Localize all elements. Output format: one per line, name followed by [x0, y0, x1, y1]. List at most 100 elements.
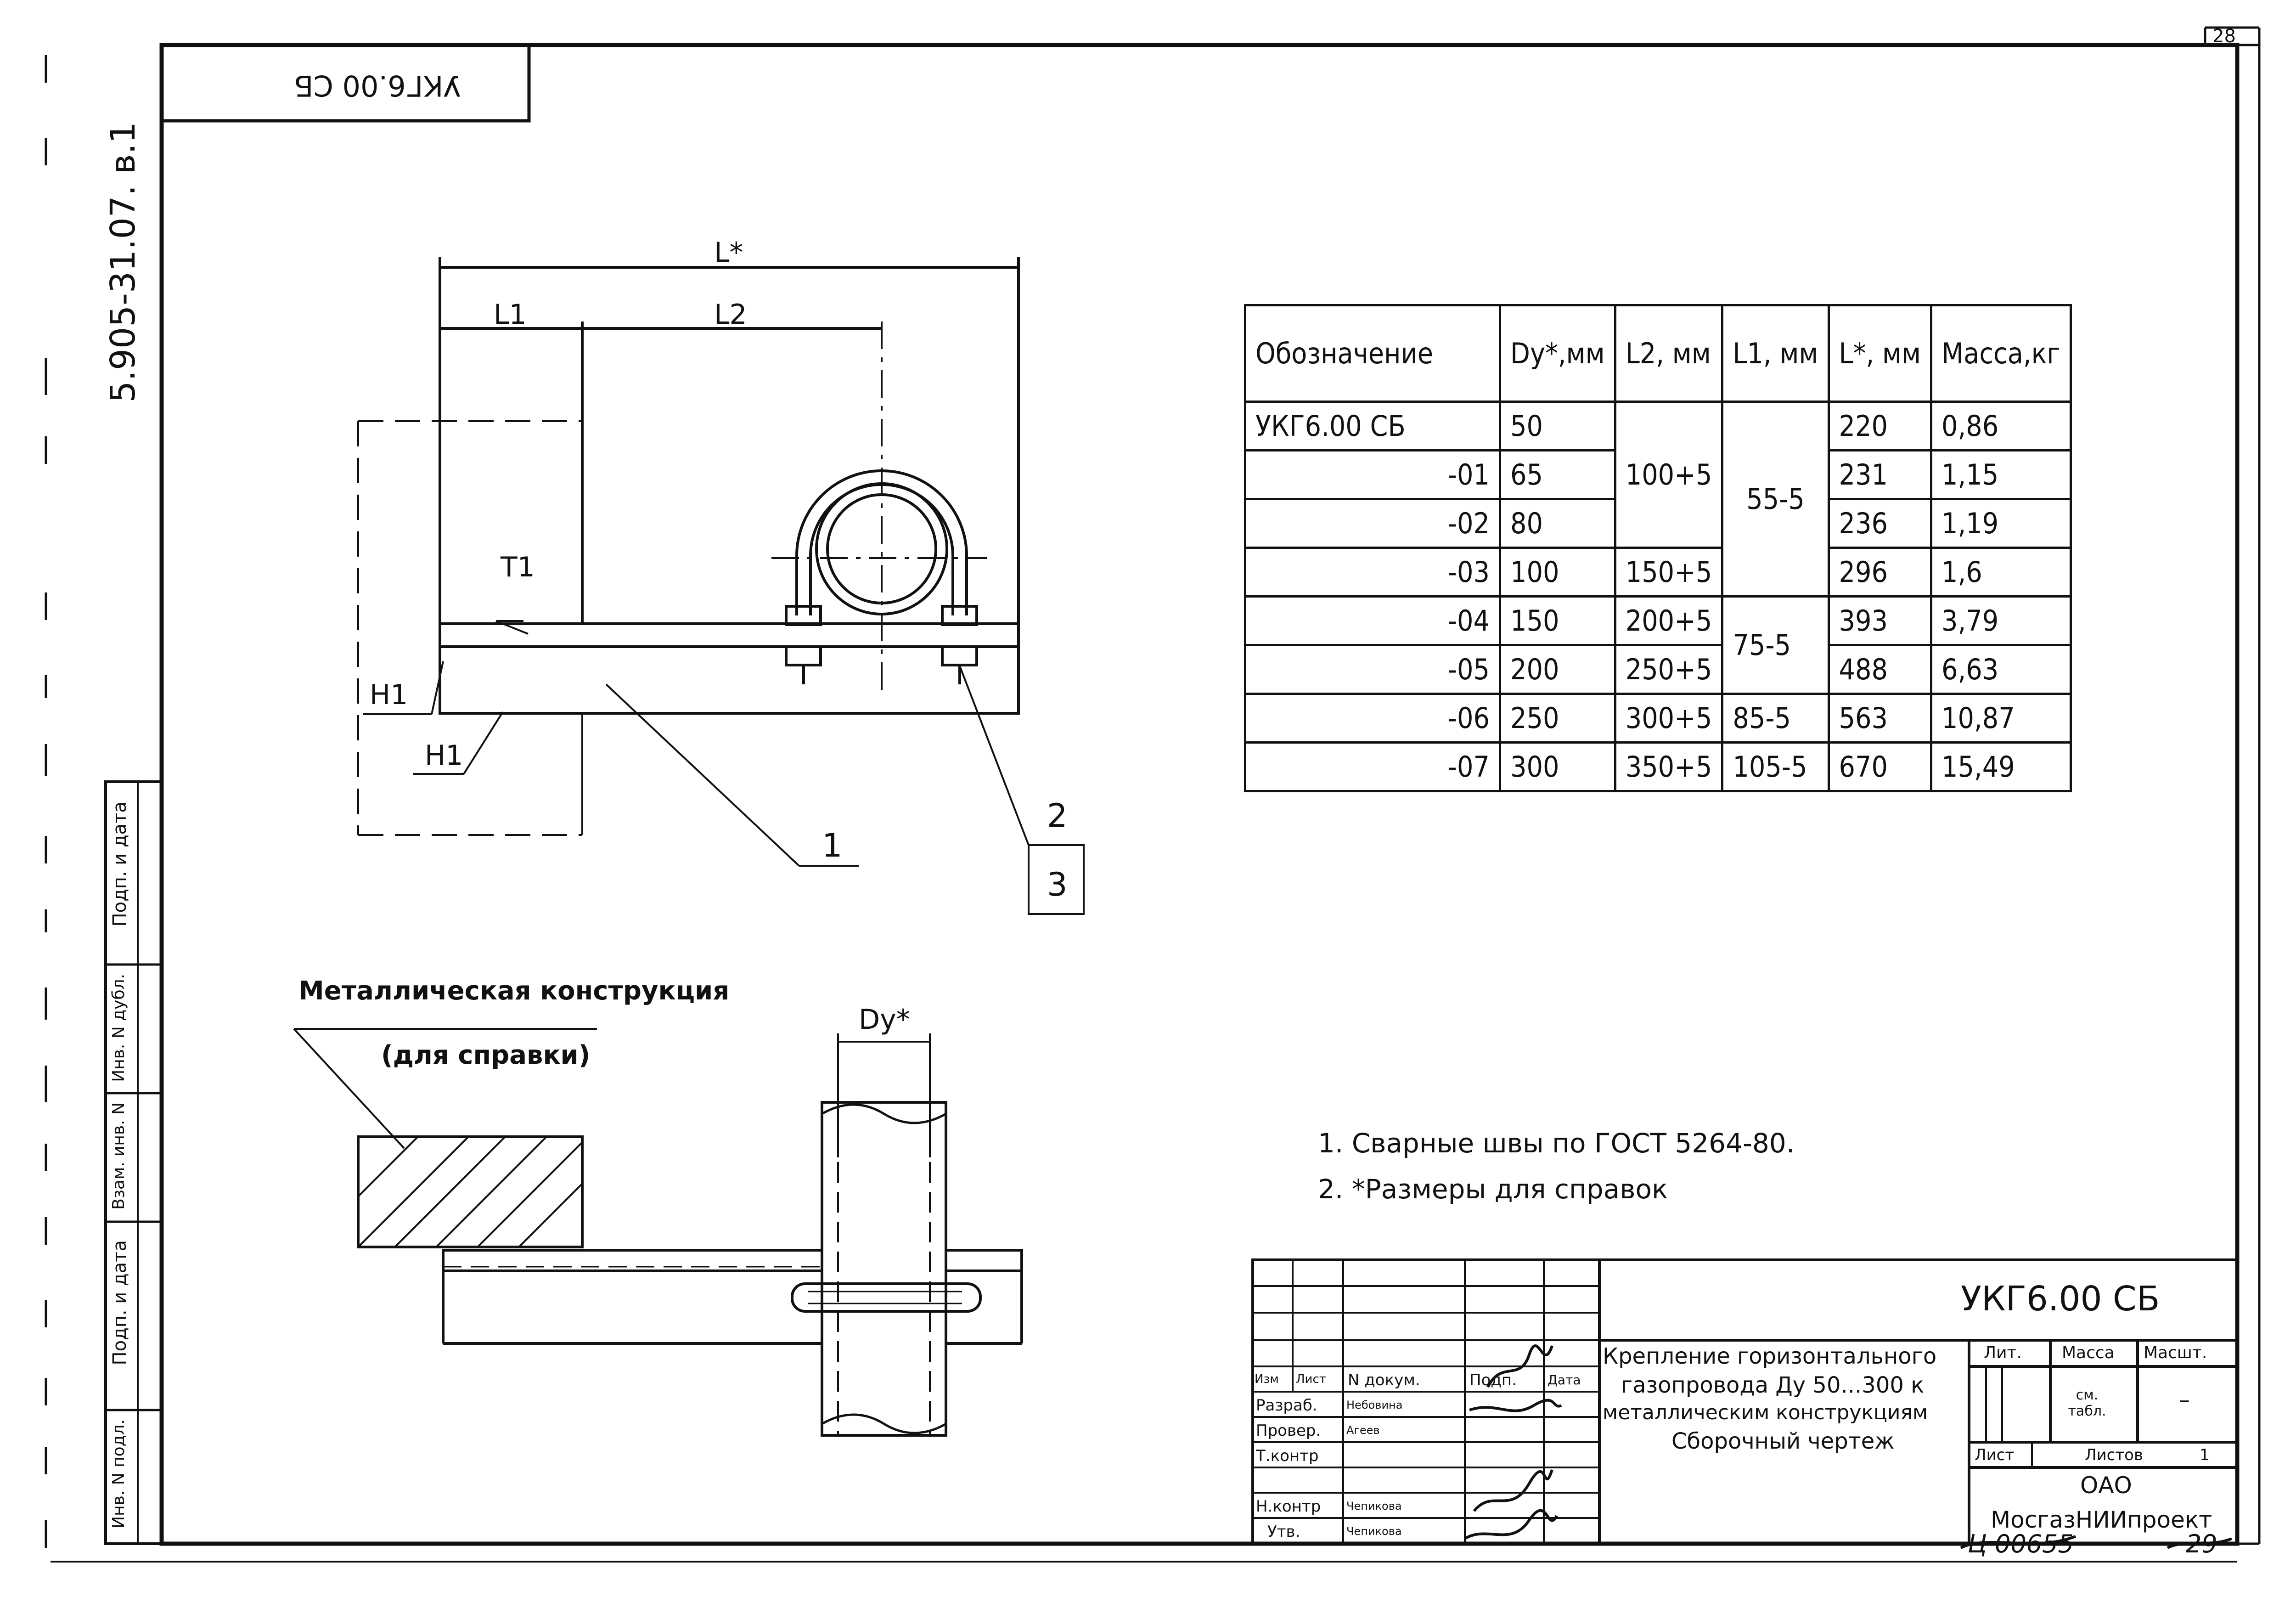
title-block-code: УКГ6.00 СБ: [1961, 1279, 2160, 1319]
table-row: -07 300 350+5 105-5 670 15,49: [1244, 741, 2072, 792]
cell: 296: [1827, 547, 1933, 598]
title-line-4: Сборочный чертеж: [1671, 1428, 1895, 1454]
cell: 100: [1499, 547, 1616, 598]
table-row: -05 200 250+5 488 6,63: [1244, 644, 2072, 695]
cell: 85-5: [1721, 693, 1830, 744]
table-row: -03 100 150+5 296 1,6: [1244, 547, 2072, 598]
side-label-podp-2: Подп. и дата: [109, 1240, 130, 1365]
cell: 250+5: [1614, 644, 1724, 695]
cell: 300: [1499, 741, 1616, 792]
sheets-label: Листов: [2085, 1446, 2144, 1464]
cell: 350+5: [1614, 741, 1724, 792]
cell: 75-5: [1721, 595, 1830, 695]
cell: 3,79: [1930, 595, 2072, 646]
cell: 15,49: [1930, 741, 2072, 792]
cell: 1,19: [1930, 498, 2072, 549]
cell: -07: [1244, 741, 1501, 792]
cell: 231: [1827, 449, 1933, 500]
side-label-inv-podl: Инв. N подл.: [109, 1419, 128, 1529]
scale-label: Масшт.: [2144, 1343, 2207, 1362]
cell: -02: [1244, 498, 1501, 549]
dim-label-l2: L2: [714, 299, 747, 331]
cell: 65: [1499, 449, 1616, 500]
table-row: -02 80 236 1,19: [1244, 498, 2072, 549]
label-for-reference: (для справки): [381, 1040, 591, 1070]
col-header: L1, мм: [1721, 304, 1830, 403]
title-line-3: металлическим конструкциям: [1603, 1401, 1928, 1424]
role-nkontr: Н.контр: [1256, 1497, 1321, 1516]
cell: 220: [1827, 401, 1933, 451]
dim-label-dy: Dy*: [859, 1004, 910, 1036]
cell: 55-5: [1721, 401, 1830, 598]
cell: 10,87: [1930, 693, 2072, 744]
name-utv: Чепикова: [1346, 1525, 1402, 1538]
side-label-podp-1: Подп. и дата: [109, 801, 130, 927]
dim-label-l1: L1: [494, 299, 527, 331]
cell: УКГ6.00 СБ: [1244, 401, 1501, 451]
cell: -04: [1244, 595, 1501, 646]
cell: 300+5: [1614, 693, 1724, 744]
cell: 488: [1827, 644, 1933, 695]
title-block-grid: [1251, 1258, 2239, 1545]
col-header: L2, мм: [1614, 304, 1724, 403]
table-row: -04 150 200+5 75-5 393 3,79: [1244, 595, 2072, 695]
table-row: -06 250 300+5 85-5 563 10,87: [1244, 693, 2072, 744]
main-view: [357, 257, 1085, 915]
label-h1-b: H1: [425, 739, 463, 772]
cell: -06: [1244, 693, 1501, 744]
header-izm: Изм: [1255, 1372, 1279, 1386]
section-view: [293, 1028, 1023, 1437]
cell: 1,6: [1930, 547, 2072, 598]
dim-label-l-star: L*: [714, 237, 743, 269]
role-utv: Утв.: [1267, 1523, 1300, 1541]
cell: 1,15: [1930, 449, 2072, 500]
role-tkontr: Т.контр: [1256, 1447, 1319, 1465]
note-1: 1. Сварные швы по ГОСТ 5264-80.: [1318, 1128, 1795, 1159]
side-label-vzam-inv: Взам. инв. N: [109, 1102, 128, 1210]
org-line-2: МосгазНИИпроект: [1991, 1506, 2212, 1533]
table-row: УКГ6.00 СБ 50 100+5 55-5 220 0,86: [1244, 401, 2072, 598]
role-razrab: Разраб.: [1256, 1396, 1317, 1415]
position-3: 3: [1047, 866, 1068, 903]
name-prover: Агеев: [1346, 1424, 1380, 1437]
col-header: Масса,кг: [1930, 304, 2072, 403]
side-label-inv-dubl: Инв. N дубл.: [109, 974, 128, 1082]
sheet-number: 28: [2212, 26, 2236, 47]
cell: 393: [1827, 595, 1933, 646]
table-row: -01 65 231 1,15: [1244, 449, 2072, 500]
header-list: Лист: [1296, 1372, 1326, 1386]
side-code: 5.905-31.07. в.1: [103, 122, 143, 403]
cell: 200+5: [1614, 595, 1724, 646]
header-n-dokum: N докум.: [1348, 1371, 1420, 1389]
label-metal-structure: Металлическая конструкция: [298, 976, 730, 1006]
label-t1: T1: [501, 551, 535, 583]
cell: -03: [1244, 547, 1501, 598]
cell: 150: [1499, 595, 1616, 646]
header-podp: Подп.: [1469, 1371, 1517, 1389]
cell: -05: [1244, 644, 1501, 695]
cell: 6,63: [1930, 644, 2072, 695]
title-line-2: газопровода Ду 50...300 к: [1621, 1372, 1925, 1398]
cell: 80: [1499, 498, 1616, 549]
inventory-suffix: 29: [2186, 1529, 2217, 1558]
label-h1-a: H1: [370, 679, 408, 711]
cell: 100+5: [1614, 401, 1724, 549]
cell: 236: [1827, 498, 1933, 549]
cell: -01: [1244, 449, 1501, 500]
org-line-1: ОАО: [2080, 1472, 2132, 1499]
col-header: Dy*,мм: [1499, 304, 1616, 403]
sheet-label: Лист: [1975, 1446, 2015, 1464]
role-prover: Провер.: [1256, 1422, 1321, 1440]
signatures: [1464, 1344, 2233, 1549]
cell: 50: [1499, 401, 1616, 451]
position-2: 2: [1047, 797, 1068, 835]
inventory-number: Ц 00655: [1968, 1529, 2074, 1558]
title-line-1: Крепление горизонтального: [1603, 1343, 1937, 1369]
note-2: 2. *Размеры для справок: [1318, 1174, 1668, 1205]
lit-label: Лит.: [1984, 1343, 2022, 1362]
col-header: Обозначение: [1244, 304, 1501, 403]
position-1: 1: [822, 827, 843, 864]
scale-value: –: [2179, 1387, 2190, 1413]
table-header-row: Обозначение Dy*,мм L2, мм L1, мм L*, мм …: [1244, 304, 2072, 403]
